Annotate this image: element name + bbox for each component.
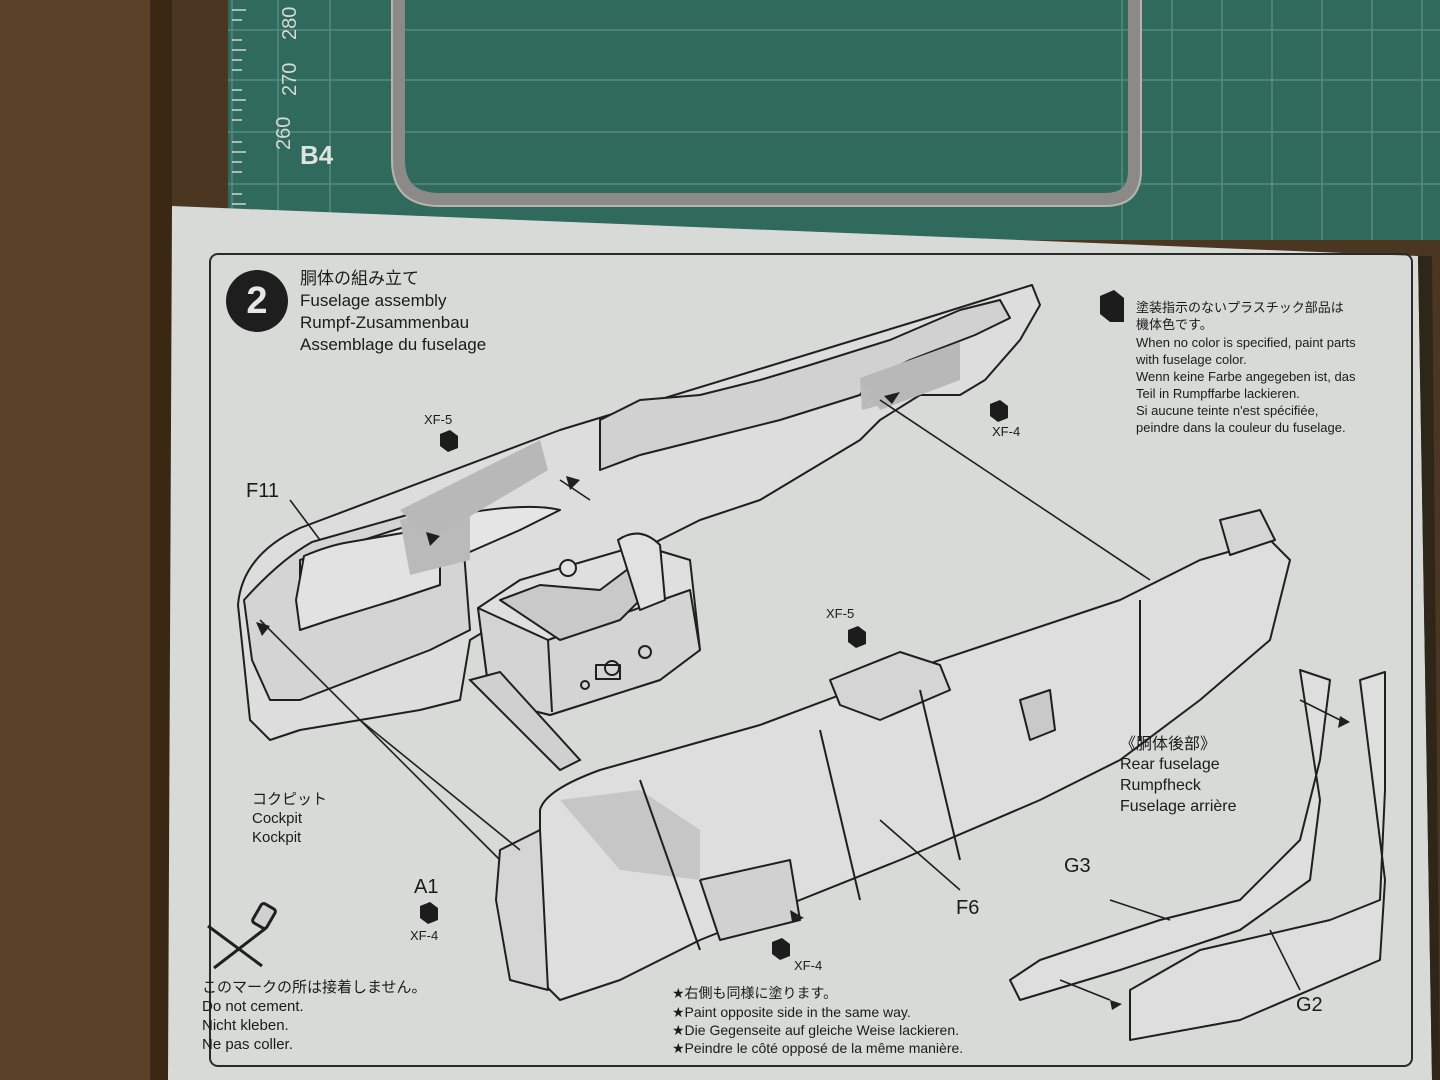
paint-opposite-en: ★Paint opposite side in the same way. bbox=[672, 1004, 911, 1020]
rear-fuselage-de: Rumpfheck bbox=[1120, 777, 1201, 794]
fuselage-half-f11 bbox=[237, 284, 1041, 741]
rear-fuselage-en: Rear fuselage bbox=[1120, 756, 1220, 773]
sheet-shadow-edge bbox=[1418, 256, 1440, 1080]
no-cement-icon bbox=[207, 902, 277, 970]
paint-opposite-ja: ★右側も同様に塗ります。 bbox=[672, 986, 838, 1002]
color-note: 塗装指示のないプラスチック部品は 機体色です。 When no color is… bbox=[1136, 300, 1356, 436]
no-cement-de: Nicht kleben. bbox=[202, 1017, 289, 1034]
rear-fuselage-ja: 《胴体後部》 bbox=[1120, 734, 1217, 753]
paint-opposite-note: ★右側も同様に塗ります。 ★Paint opposite side in the… bbox=[672, 985, 963, 1057]
ruler-number-260: 260 bbox=[273, 117, 295, 150]
step-number-badge: 2 bbox=[226, 270, 288, 332]
part-label-g3: G3 bbox=[1064, 855, 1091, 877]
part-label-f11: F11 bbox=[246, 480, 279, 502]
step-frame bbox=[209, 253, 1413, 1067]
color-note-en-2: with fuselage color. bbox=[1136, 352, 1247, 367]
color-note-de-1: Wenn keine Farbe angegeben ist, das bbox=[1136, 369, 1356, 384]
rear-fuselage-fr: Fuselage arrière bbox=[1120, 798, 1237, 815]
paint-code-xf5-mid: XF-5 bbox=[826, 606, 855, 621]
ruler-number-270: 270 bbox=[279, 63, 301, 96]
fuselage-half-f6 bbox=[495, 509, 1291, 1001]
color-note-ja-1: 塗装指示のないプラスチック部品は bbox=[1136, 301, 1344, 316]
cockpit-label-de: Kockpit bbox=[252, 829, 302, 846]
color-note-en-1: When no color is specified, paint parts bbox=[1136, 335, 1356, 350]
rear-fuselage-label: 《胴体後部》 Rear fuselage Rumpfheck Fuselage … bbox=[1120, 733, 1237, 817]
mat-grid-label: B4 bbox=[300, 140, 334, 170]
sprue-highlight bbox=[391, 0, 1142, 207]
paint-marker-icon bbox=[1100, 290, 1124, 322]
desk-left-edge bbox=[150, 0, 172, 1080]
rear-fuselage-parts bbox=[1009, 669, 1386, 1041]
arrow-heads bbox=[256, 392, 1350, 1010]
no-cement-note: このマークの所は接着しません。 Do not cement. Nicht kle… bbox=[202, 978, 427, 1054]
paint-opposite-de: ★Die Gegenseite auf gleiche Weise lackie… bbox=[672, 1022, 959, 1038]
color-note-fr-1: Si aucune teinte n'est spécifiée, bbox=[1136, 403, 1319, 418]
paint-code-xf4-a1: XF-4 bbox=[410, 928, 439, 943]
f11-shade-1 bbox=[400, 440, 548, 540]
step-title: 胴体の組み立て Fuselage assembly Rumpf-Zusammen… bbox=[300, 268, 486, 356]
step-title-en: Fuselage assembly bbox=[300, 291, 447, 310]
cockpit-label-en: Cockpit bbox=[252, 810, 303, 827]
paint-markers bbox=[420, 400, 1008, 960]
paint-code-xf5-top: XF-5 bbox=[424, 412, 453, 427]
no-cement-en: Do not cement. bbox=[202, 998, 304, 1015]
ruler-number-280: 280 bbox=[279, 7, 301, 40]
paint-code-xf4-top: XF-4 bbox=[992, 424, 1021, 439]
cockpit-label: コクピット Cockpit Kockpit bbox=[252, 790, 327, 847]
part-label-g2: G2 bbox=[1296, 994, 1323, 1016]
cockpit-label-ja: コクピット bbox=[252, 790, 328, 808]
part-label-f6: F6 bbox=[956, 897, 980, 919]
color-note-fr-2: peindre dans la couleur du fuselage. bbox=[1136, 420, 1346, 435]
guide-lines bbox=[259, 399, 1341, 1001]
color-note-de-2: Teil in Rumpffarbe lackieren. bbox=[1136, 386, 1300, 401]
part-label-a1: A1 bbox=[414, 876, 439, 898]
step-title-ja: 胴体の組み立て bbox=[300, 269, 419, 289]
paint-opposite-fr: ★Peindre le côté opposé de la même maniè… bbox=[672, 1040, 964, 1056]
instruction-sheet bbox=[168, 206, 1432, 1080]
desk-left-board bbox=[0, 0, 170, 1080]
step-title-de: Rumpf-Zusammenbau bbox=[300, 313, 470, 332]
f11-shade-2 bbox=[860, 342, 960, 410]
sprue-frame bbox=[391, 0, 1142, 207]
paint-code-xf4-bottom: XF-4 bbox=[794, 958, 823, 973]
no-cement-fr: Ne pas coller. bbox=[202, 1036, 293, 1053]
color-note-ja-2: 機体色です。 bbox=[1136, 318, 1213, 333]
no-cement-ja: このマークの所は接着しません。 bbox=[202, 978, 427, 996]
cockpit-tub bbox=[477, 532, 701, 716]
part-a1-spar bbox=[468, 670, 582, 772]
step-title-fr: Assemblage du fuselage bbox=[300, 335, 487, 354]
